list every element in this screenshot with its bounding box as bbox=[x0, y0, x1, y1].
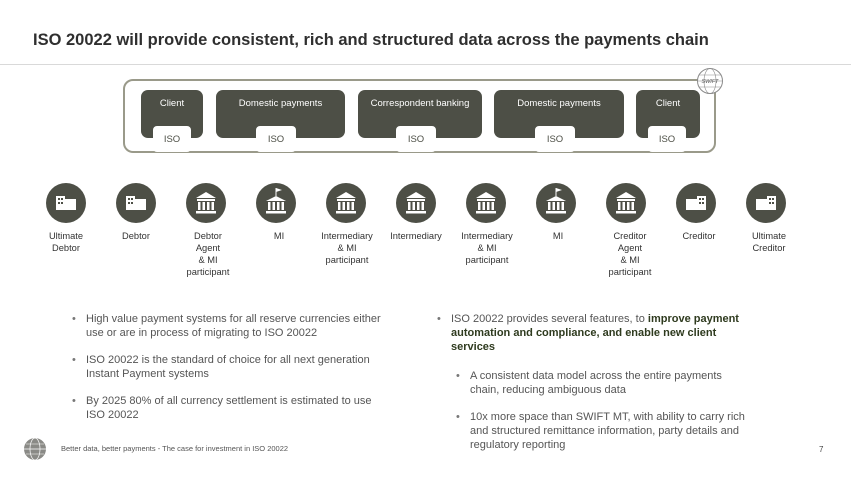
iso-label: ISO bbox=[396, 126, 436, 152]
bank-flag-icon bbox=[266, 188, 286, 214]
node-label: Ultimate Creditor bbox=[751, 231, 787, 253]
title-divider bbox=[0, 64, 851, 65]
node-label: Ultimate Debtor bbox=[48, 231, 84, 253]
iso-label: ISO bbox=[648, 126, 686, 152]
footer-text: Better data, better payments - The case … bbox=[61, 444, 289, 453]
right-bullet-list: A consistent data model across the entir… bbox=[456, 369, 746, 465]
page-title: ISO 20022 will provide consistent, rich … bbox=[33, 31, 709, 49]
person-building-icon bbox=[56, 196, 76, 210]
node-label: MI bbox=[552, 231, 564, 241]
node-mi-2 bbox=[536, 183, 576, 223]
bank-icon bbox=[196, 192, 216, 214]
bullet-item: 10x more space than SWIFT MT, with abili… bbox=[456, 410, 746, 452]
bullet-item: By 2025 80% of all currency settlement i… bbox=[72, 394, 392, 422]
node-label: Intermediary & MI participant bbox=[321, 231, 373, 265]
person-building-icon bbox=[686, 196, 706, 210]
node-mi-1 bbox=[256, 183, 296, 223]
segment-label: Client bbox=[159, 98, 185, 109]
left-bullet-list: High value payment systems for all reser… bbox=[72, 312, 392, 435]
node-creditor-agent bbox=[606, 183, 646, 223]
bullet-item: High value payment systems for all reser… bbox=[72, 312, 392, 340]
payments-chain-frame bbox=[123, 79, 716, 153]
node-label: Debtor bbox=[122, 231, 150, 241]
intro-text: ISO 20022 provides several features, to bbox=[451, 313, 648, 325]
node-label: MI bbox=[273, 231, 285, 241]
bank-icon bbox=[336, 192, 356, 214]
segment-label: Client bbox=[655, 98, 681, 109]
bank-icon bbox=[406, 192, 426, 214]
node-label: Creditor Agent & MI participant bbox=[608, 231, 652, 277]
bullet-item: ISO 20022 is the standard of choice for … bbox=[72, 353, 392, 381]
node-ultimate-debtor bbox=[46, 183, 86, 223]
node-label: Debtor Agent & MI participant bbox=[186, 231, 230, 277]
node-debtor-agent bbox=[186, 183, 226, 223]
node-creditor bbox=[676, 183, 716, 223]
person-building-icon bbox=[126, 196, 146, 210]
person-building-icon bbox=[756, 196, 776, 210]
node-ultimate-creditor bbox=[746, 183, 786, 223]
node-intermediary-mi-1 bbox=[326, 183, 366, 223]
page-number: 7 bbox=[819, 445, 824, 454]
iso-label: ISO bbox=[256, 126, 296, 152]
swift-logo-text: SWIFT bbox=[701, 79, 719, 85]
iso-label: ISO bbox=[153, 126, 191, 152]
segment-label: Domestic payments bbox=[517, 98, 601, 109]
node-label: Intermediary & MI participant bbox=[461, 231, 513, 265]
node-label: Intermediary bbox=[390, 231, 442, 241]
bank-icon bbox=[616, 192, 636, 214]
footer-globe-icon bbox=[24, 437, 46, 461]
bullet-item: A consistent data model across the entir… bbox=[456, 369, 746, 397]
bank-icon bbox=[476, 192, 496, 214]
node-intermediary-mi-2 bbox=[466, 183, 506, 223]
node-intermediary bbox=[396, 183, 436, 223]
segment-label: Domestic payments bbox=[238, 98, 323, 109]
node-label: Creditor bbox=[682, 231, 716, 241]
swift-globe-logo: SWIFT bbox=[697, 68, 723, 94]
segment-label: Correspondent banking bbox=[370, 98, 470, 109]
iso-label: ISO bbox=[535, 126, 575, 152]
right-intro-bullet: ISO 20022 provides several features, to … bbox=[437, 312, 761, 354]
intro-highlight: improve payment automation and complianc… bbox=[451, 313, 739, 353]
node-debtor bbox=[116, 183, 156, 223]
bank-flag-icon bbox=[546, 188, 566, 214]
